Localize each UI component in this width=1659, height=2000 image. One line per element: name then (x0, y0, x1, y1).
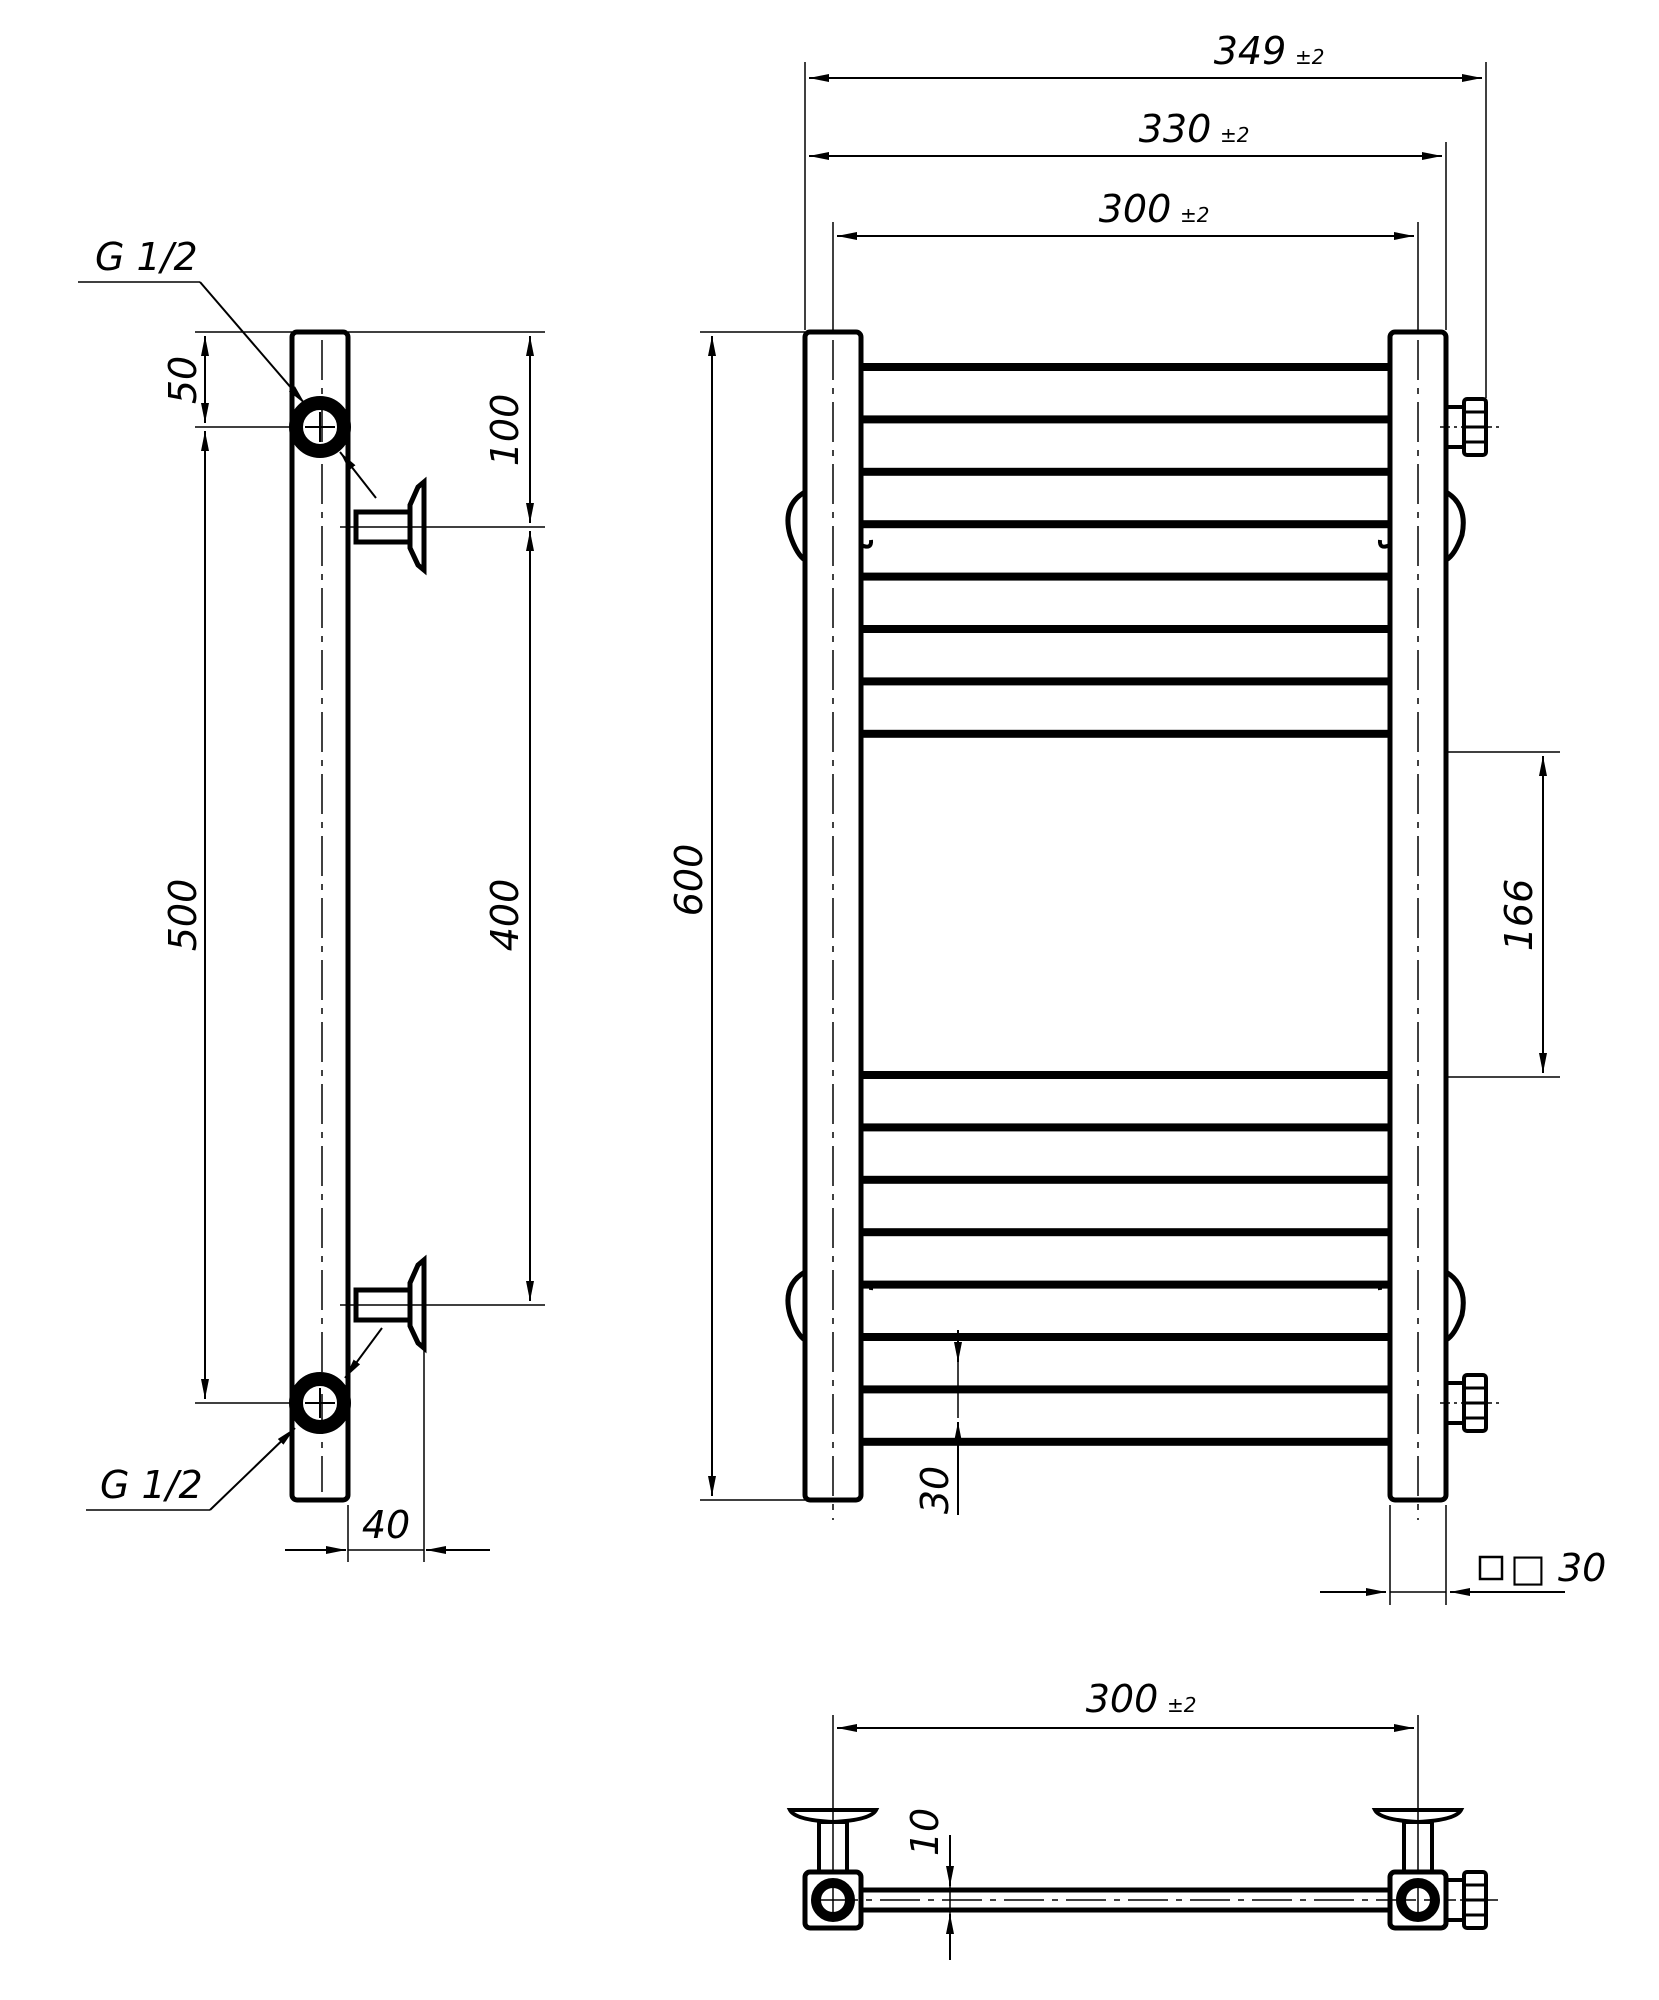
side-top-port (289, 396, 351, 458)
front-dim-330: 330 (1139, 107, 1212, 151)
front-dim-300-tol: ±2 (1180, 203, 1209, 227)
towel-bar (862, 1228, 1389, 1237)
side-thread-label-top: G 1/2 (95, 235, 198, 279)
towel-bar (862, 1071, 1389, 1079)
top-dim-300: 300 (1086, 1677, 1159, 1721)
front-bars (862, 363, 1389, 1446)
side-dim-400: 400 (483, 879, 527, 952)
towel-bar (862, 1175, 1389, 1184)
side-dim-100: 100 (483, 394, 527, 467)
front-view (700, 62, 1565, 1605)
front-dim-300: 300 (1099, 187, 1172, 231)
side-dim-50: 50 (161, 356, 205, 404)
side-vertical-pipe (289, 329, 351, 1503)
side-dim-500: 500 (161, 879, 205, 952)
towel-bar (862, 572, 1389, 581)
towel-bar (862, 467, 1389, 476)
front-left-collector (802, 329, 864, 1503)
top-right-collector (1371, 1808, 1500, 1931)
front-bracket-right-top (1444, 489, 1466, 563)
towel-bar (862, 729, 1389, 738)
towel-bar (862, 1123, 1389, 1132)
towel-bar (862, 1280, 1389, 1289)
towel-bar (862, 1333, 1389, 1341)
front-dim-30-pitch: 30 (913, 1466, 957, 1514)
side-thread-label-bottom: G 1/2 (100, 1463, 203, 1507)
front-right-collector (1387, 329, 1449, 1503)
towel-bar (862, 363, 1389, 371)
top-dim-300-tol: ±2 (1167, 1693, 1196, 1717)
front-bracket-left-top (785, 489, 807, 563)
towel-bar (862, 625, 1389, 633)
side-dim-40: 40 (362, 1503, 410, 1547)
top-dim-10: 10 (903, 1808, 947, 1856)
front-plug-top (1440, 397, 1500, 457)
side-bottom-bracket (353, 1254, 427, 1354)
front-bracket-right-bottom (1444, 1269, 1466, 1343)
towel-bar (862, 1385, 1389, 1394)
side-view (78, 281, 545, 1562)
front-dim-166: 166 (1497, 879, 1541, 952)
front-profile-label: □ 30 (1510, 1546, 1606, 1590)
towel-bar (862, 677, 1389, 686)
side-bottom-port (289, 1372, 351, 1434)
towel-bar (862, 520, 1389, 529)
towel-bar (862, 415, 1389, 424)
side-top-bracket (353, 476, 427, 576)
front-bracket-left-bottom (785, 1269, 807, 1343)
square-profile-symbol (1478, 1555, 1504, 1581)
front-dim-330-tol: ±2 (1220, 123, 1249, 147)
front-dim-600: 600 (667, 844, 711, 917)
top-view (786, 1715, 1500, 1960)
towel-bar (862, 1437, 1389, 1446)
front-dim-349: 349 (1214, 29, 1287, 73)
front-dim-349-tol: ±2 (1295, 45, 1324, 69)
front-plug-bottom (1440, 1373, 1500, 1433)
